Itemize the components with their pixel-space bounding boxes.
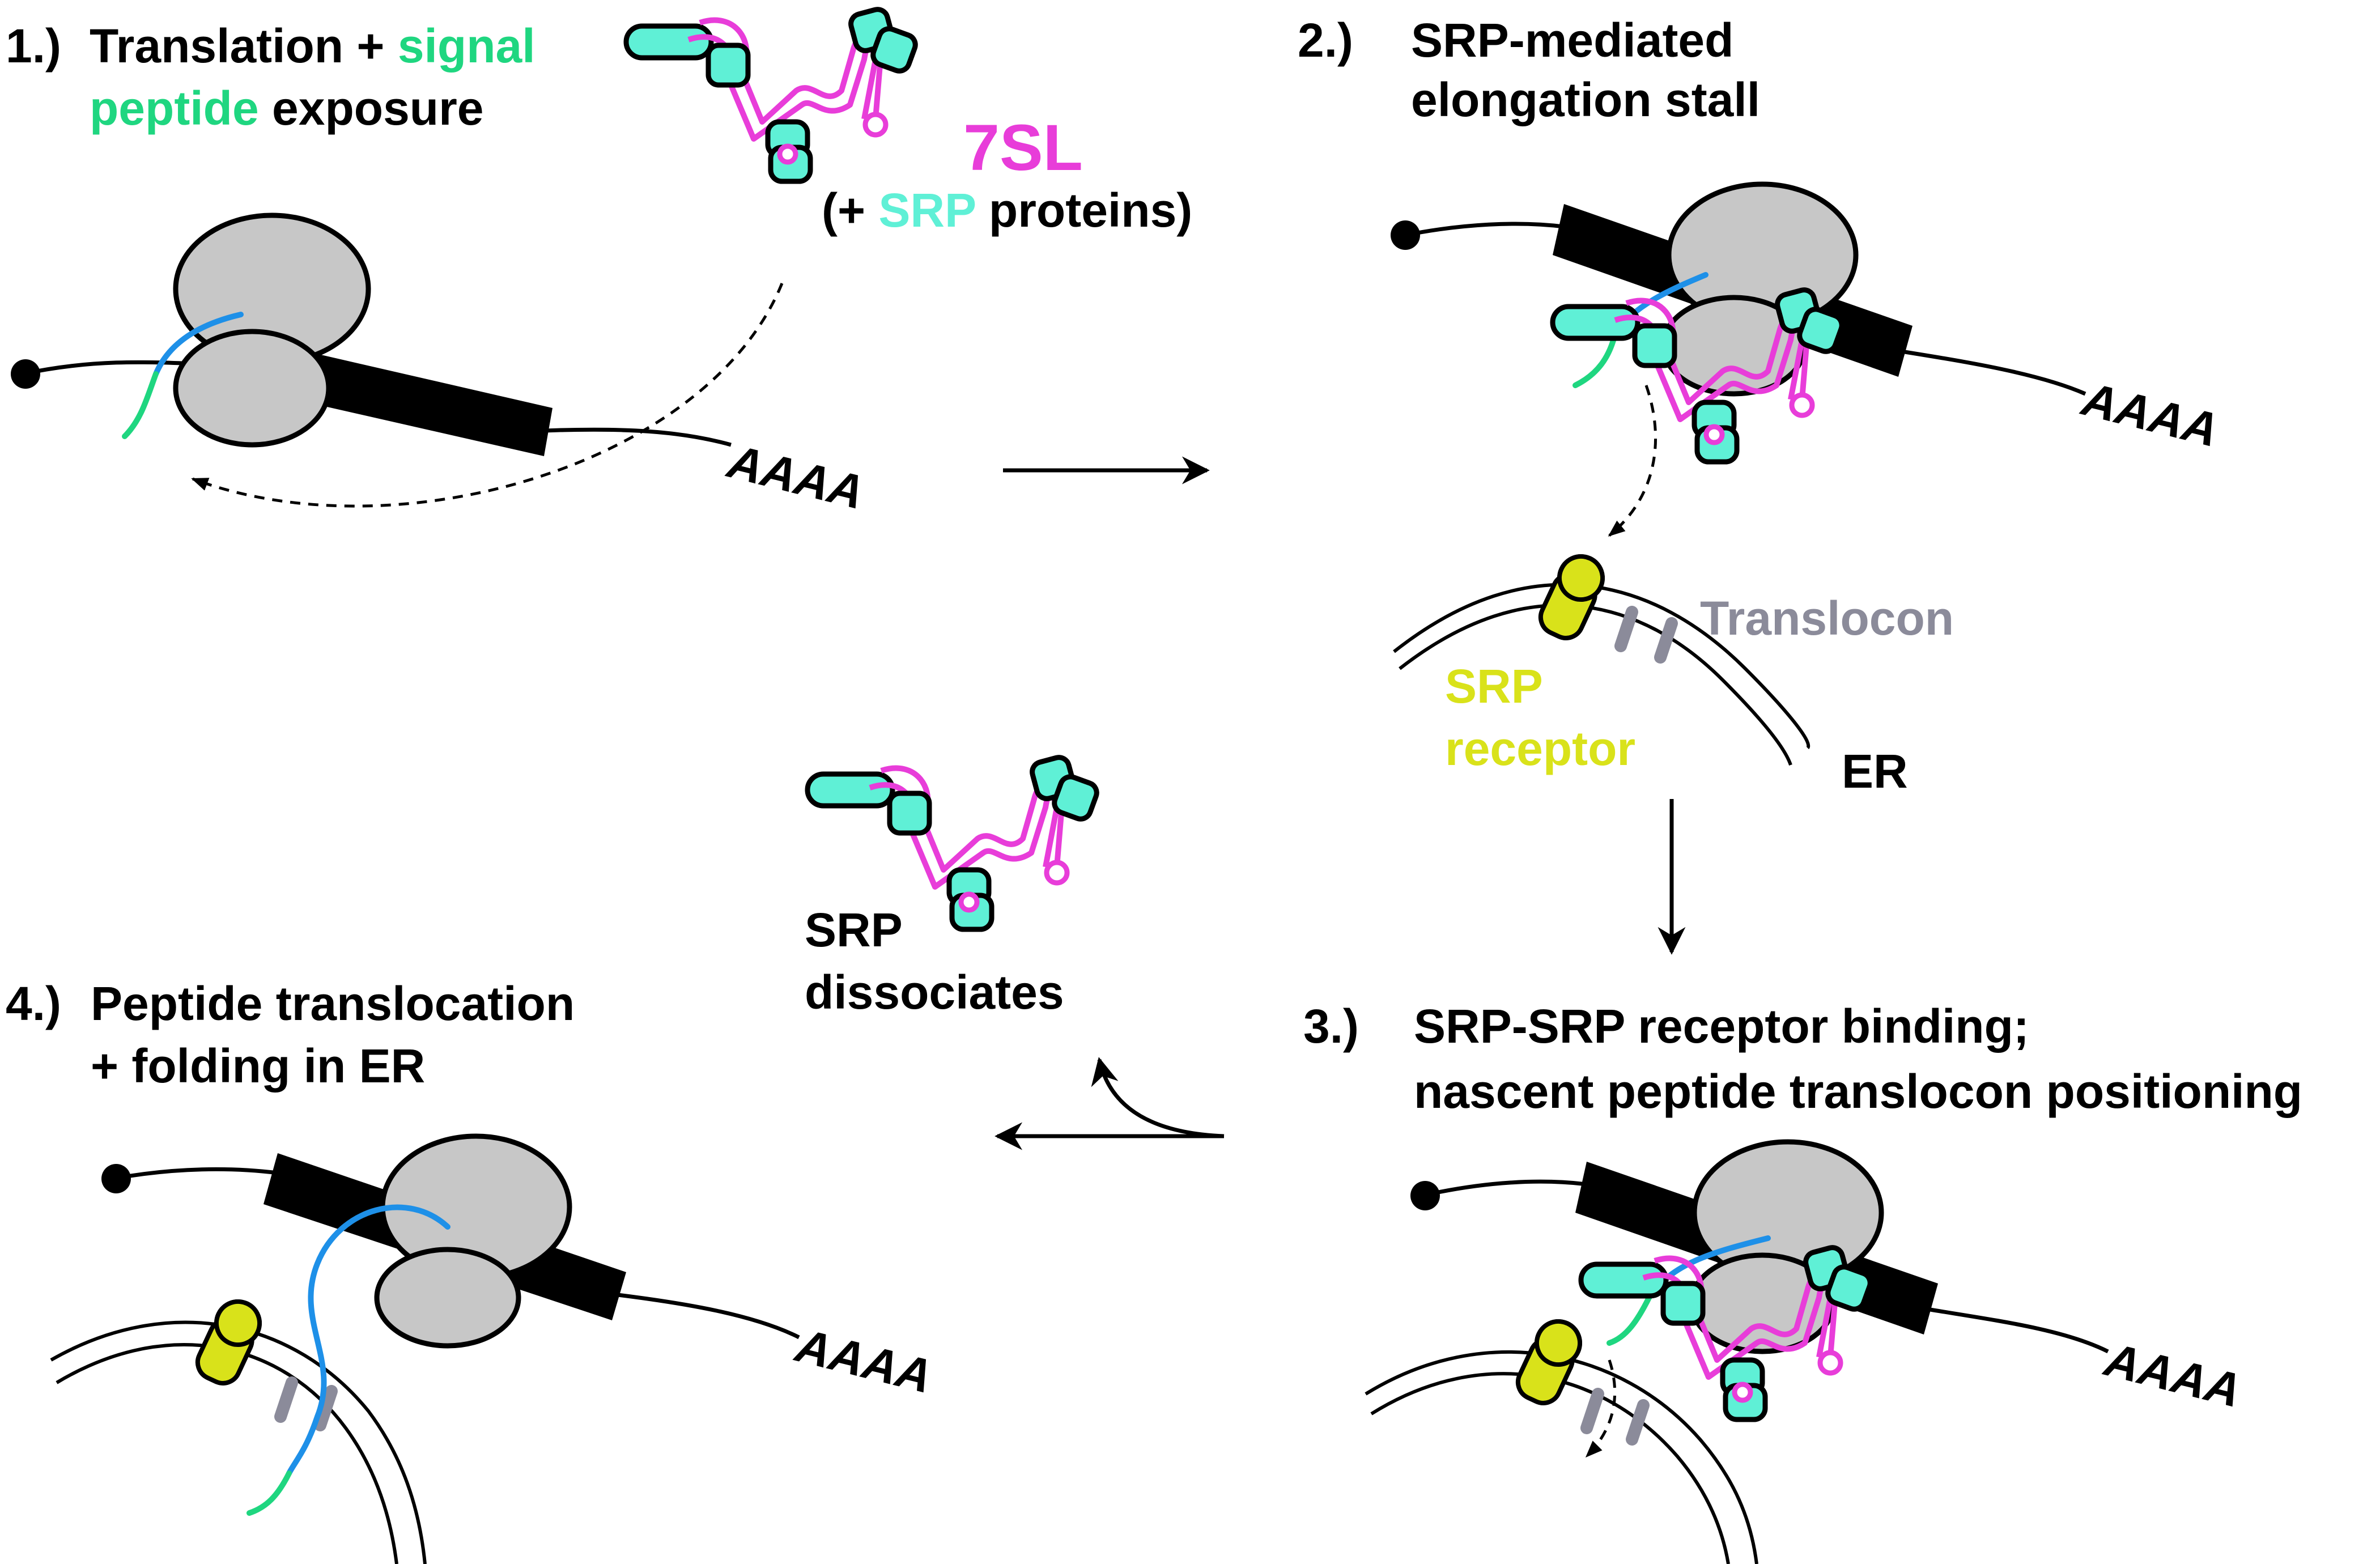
panel-2: 2.) SRP-mediated elongation stall AAAA T…: [1298, 14, 2224, 798]
mrna-cap: [1410, 1181, 1440, 1210]
label-srp-receptor-line2: receptor: [1445, 722, 1635, 775]
arrow-srp-release: [1091, 1057, 1225, 1138]
translocon-right: [1654, 617, 1678, 664]
nascent-peptide: [153, 312, 244, 377]
srp-receptor: [1535, 550, 1609, 644]
ribosome-small-subunit: [173, 329, 332, 448]
er-membrane-outer: [1365, 1350, 1758, 1564]
step-2-number: 2.): [1298, 14, 1353, 67]
er-membrane-outer: [50, 1320, 427, 1564]
arrow-step3-to-step4: [994, 1057, 1225, 1150]
nascent-peptide: [286, 1204, 450, 1476]
translocon-left: [1614, 606, 1638, 652]
signal-peptide: [1606, 1295, 1652, 1346]
label-srp-dissociates-line1: SRP: [805, 903, 903, 957]
srp-receptor: [192, 1295, 266, 1389]
step-1-number: 1.): [6, 19, 61, 73]
step-2-title-line2: elongation stall: [1411, 73, 1760, 126]
mrna-cap: [11, 359, 40, 389]
mrna-3prime: [1926, 1307, 2109, 1354]
poly-a-tail: AAAA: [790, 1318, 937, 1403]
step-2-title-line1: SRP-mediated: [1411, 14, 1733, 67]
mrna-cap: [1391, 220, 1420, 250]
step-3-title-line1: SRP-SRP receptor binding;: [1414, 1000, 2029, 1053]
mrna-3prime: [543, 427, 732, 447]
panel-3: 3.) SRP-SRP receptor binding; nascent pe…: [1303, 1000, 2302, 1564]
mrna-5prime: [1405, 222, 1565, 237]
mrna-5prime: [1422, 1179, 1587, 1198]
label-srp-proteins: (+ SRP proteins): [822, 184, 1192, 237]
mrna-3prime: [1901, 349, 2086, 396]
signal-peptide: [1572, 332, 1618, 388]
step-3-title-line2: nascent peptide translocon positioning: [1414, 1065, 2302, 1118]
poly-a-tail: AAAA: [722, 434, 869, 519]
translocon-right: [1626, 1399, 1650, 1446]
poly-a-tail: AAAA: [2099, 1332, 2246, 1417]
signal-peptide: [122, 371, 159, 439]
mrna-cap: [101, 1164, 131, 1193]
peptide-insertion-arrow: [1585, 1359, 1617, 1458]
step-4-title-line2: + folding in ER: [91, 1039, 425, 1093]
step-1-title-line2: peptide exposure: [90, 82, 484, 135]
er-membrane-outer: [1393, 583, 1810, 750]
step-3-number: 3.): [1303, 1000, 1359, 1053]
mrna-5prime: [113, 1167, 278, 1181]
polysome-bar: [295, 351, 552, 456]
step-4-title-line1: Peptide translocation: [91, 977, 575, 1030]
step-4-number: 4.): [6, 977, 61, 1030]
label-translocon: Translocon: [1700, 592, 1954, 645]
panel-4: 4.) Peptide translocation + folding in E…: [6, 977, 937, 1564]
step-1-title-line1: Translation + signal: [90, 19, 536, 73]
ribosome-small-subunit: [374, 1247, 521, 1349]
mrna-3prime: [617, 1293, 800, 1340]
translocon-right: [314, 1385, 338, 1431]
translocon-left: [274, 1376, 298, 1423]
label-srp-dissociates-line2: dissociates: [805, 966, 1064, 1019]
panel-1: 1.) Translation + signal peptide exposur…: [6, 7, 1192, 519]
srp-dissociated: SRP dissociates: [805, 755, 1099, 1019]
label-7sl: 7SL: [963, 112, 1083, 184]
srp-to-receptor-arrow: [1608, 385, 1657, 537]
label-srp-receptor-line1: SRP: [1445, 660, 1543, 713]
srp-particle: [626, 7, 918, 181]
signal-peptide: [246, 1470, 292, 1516]
translocon-left: [1580, 1388, 1604, 1434]
poly-a-tail: AAAA: [2076, 372, 2224, 457]
er-membrane-inner: [56, 1343, 398, 1564]
label-er: ER: [1842, 745, 1908, 798]
